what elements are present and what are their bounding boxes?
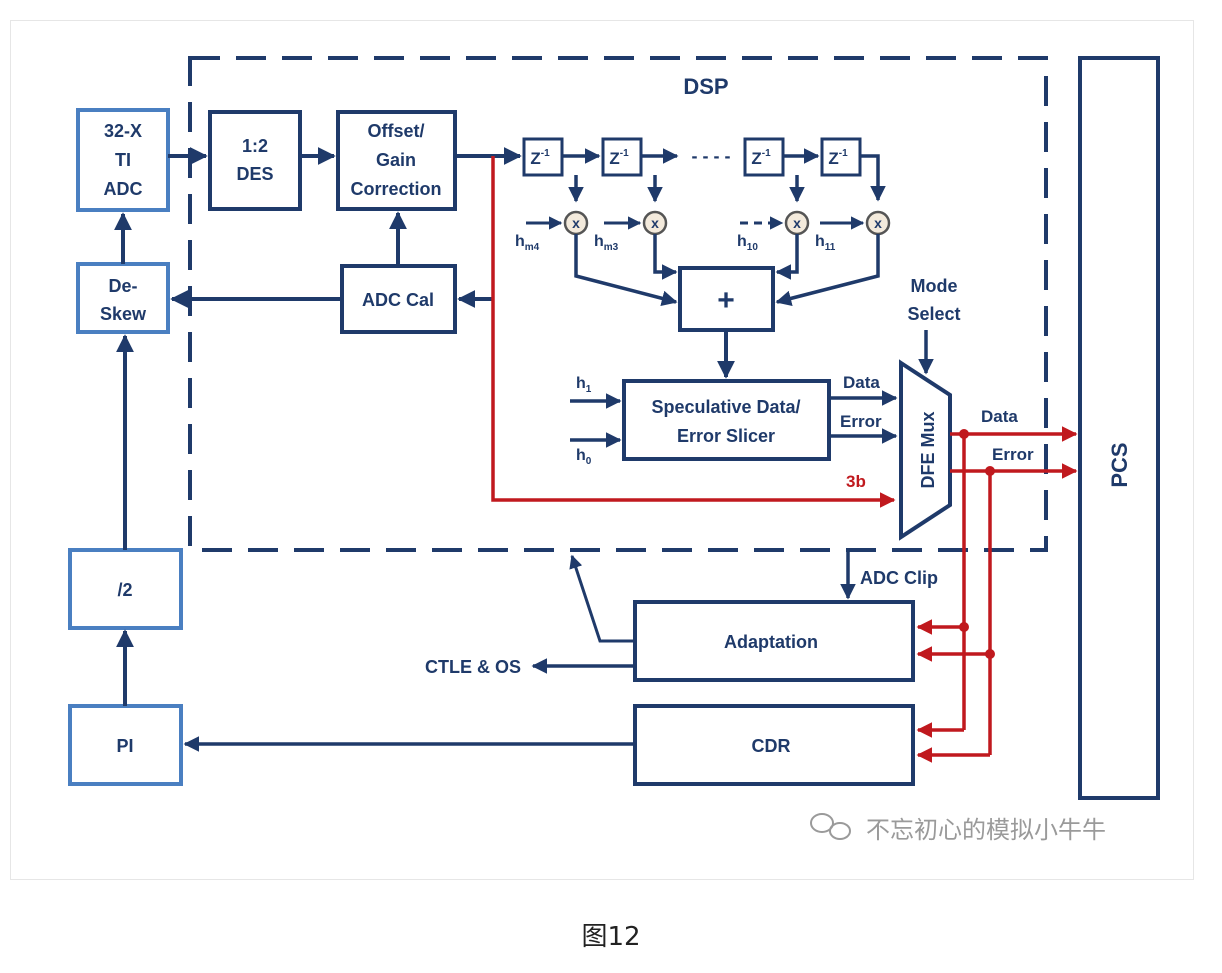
delay-block-2: Z-1 — [601, 137, 643, 177]
multiplier-3: x — [784, 210, 810, 236]
adaptation-label: Adaptation — [724, 632, 818, 652]
deskew-line-1: De- — [108, 276, 137, 296]
delay-3-z: Z — [751, 149, 761, 168]
bypass-3b-arrow — [491, 156, 896, 508]
mode-select-line-2: Select — [907, 304, 960, 324]
ti-adc-block: 32-X TI ADC — [76, 108, 170, 212]
delay-block-4: Z-1 — [820, 137, 862, 177]
slicer-line-2: Error Slicer — [677, 426, 775, 446]
adc-cal-block: ADC Cal — [340, 264, 457, 334]
delay-2-exp: -1 — [620, 148, 629, 159]
pcs-label: PCS — [1107, 442, 1132, 487]
multiplier-4-symbol: x — [874, 215, 882, 231]
delay-block-1: Z-1 — [522, 137, 564, 177]
slicer-line-1: Speculative Data/ — [651, 397, 800, 417]
dsp-boundary — [188, 56, 1048, 552]
watermark-text: 不忘初心的模拟小牛牛 — [866, 816, 1106, 844]
delay-4-z: Z — [828, 149, 838, 168]
svg-text:Z-1: Z-1 — [609, 148, 629, 168]
offset-gain-line-2: Gain — [376, 150, 416, 170]
cdr-block: CDR — [633, 704, 915, 786]
des-line-1: 1:2 — [242, 136, 268, 156]
figure-caption: 图12 — [581, 922, 641, 952]
summer-symbol: + — [717, 284, 735, 317]
tap-label-hm4: hm4 — [515, 233, 540, 253]
multiplier-2: x — [642, 210, 668, 236]
slicer-input-h0: h0 — [576, 447, 592, 467]
pi-label: PI — [116, 736, 133, 756]
three-b-label: 3b — [846, 472, 866, 491]
wechat-logo-icon — [810, 813, 851, 840]
multiplier-1: x — [563, 210, 589, 236]
slicer-block: Speculative Data/ Error Slicer — [622, 379, 831, 461]
ti-adc-line-3: ADC — [104, 179, 143, 199]
multiplier-3-symbol: x — [793, 215, 801, 231]
out-error-label: Error — [992, 445, 1034, 464]
svg-text:Z-1: Z-1 — [751, 148, 771, 168]
cdr-label: CDR — [752, 736, 791, 756]
delay-ellipsis: - - - - — [692, 146, 731, 166]
offset-gain-block: Offset/ Gain Correction — [336, 110, 457, 211]
offset-gain-line-1: Offset/ — [367, 121, 424, 141]
dfe-mux-block: DFE Mux — [899, 359, 952, 541]
delay-3-exp: -1 — [762, 148, 771, 159]
multiplier-1-symbol: x — [572, 215, 580, 231]
delay4-to-mult4-arrow — [860, 154, 886, 202]
divide-by-2-block: /2 — [68, 548, 183, 630]
delay-4-exp: -1 — [839, 148, 848, 159]
dfe-mux-label: DFE Mux — [918, 411, 938, 488]
slicer-input-h1: h1 — [576, 375, 592, 395]
mult2-to-sum-arrow — [653, 234, 678, 280]
ti-adc-line-2: TI — [115, 150, 131, 170]
mode-select-line-1: Mode — [911, 276, 958, 296]
slicer-error-label: Error — [840, 412, 882, 431]
ti-adc-line-1: 32-X — [104, 121, 142, 141]
delay-1-exp: -1 — [541, 148, 550, 159]
offset-gain-line-3: Correction — [350, 179, 441, 199]
svg-text:Z-1: Z-1 — [530, 148, 550, 168]
mult3-to-sum-arrow — [775, 234, 799, 280]
adaptation-block: Adaptation — [633, 600, 915, 682]
out-data-label: Data — [981, 407, 1018, 426]
delay-2-z: Z — [609, 149, 619, 168]
adc-clip-label: ADC Clip — [860, 568, 938, 588]
adaptation-to-dsp-arrow — [569, 554, 635, 643]
delay-1-z: Z — [530, 149, 540, 168]
des-line-2: DES — [236, 164, 273, 184]
adc-cal-label: ADC Cal — [362, 290, 434, 310]
tap-label-h11: h11 — [815, 233, 836, 253]
mult4-to-sum-arrow — [775, 234, 880, 307]
pcs-block: PCS — [1078, 56, 1160, 800]
pi-block: PI — [68, 704, 183, 786]
tap-label-hm3: hm3 — [594, 233, 619, 253]
multiplier-2-symbol: x — [651, 215, 659, 231]
svg-text:Z-1: Z-1 — [828, 148, 848, 168]
dsp-label: DSP — [683, 74, 728, 99]
des-block: 1:2 DES — [208, 110, 302, 211]
delay-block-3: Z-1 — [743, 137, 785, 177]
multiplier-4: x — [865, 210, 891, 236]
slicer-data-label: Data — [843, 373, 880, 392]
ctle-os-label: CTLE & OS — [425, 657, 521, 677]
watermark: 不忘初心的模拟小牛牛 — [810, 813, 1106, 844]
dsp-block-diagram: DSP 32-X TI ADC De- Skew /2 PI 1:2 DES O… — [68, 56, 1160, 844]
summer-block: + — [678, 266, 775, 332]
tap-label-h10: h10 — [737, 233, 758, 253]
divide-by-2-label: /2 — [117, 580, 132, 600]
mult1-to-sum-arrow — [574, 234, 678, 307]
deskew-block: De- Skew — [76, 262, 170, 334]
deskew-line-2: Skew — [100, 304, 147, 324]
